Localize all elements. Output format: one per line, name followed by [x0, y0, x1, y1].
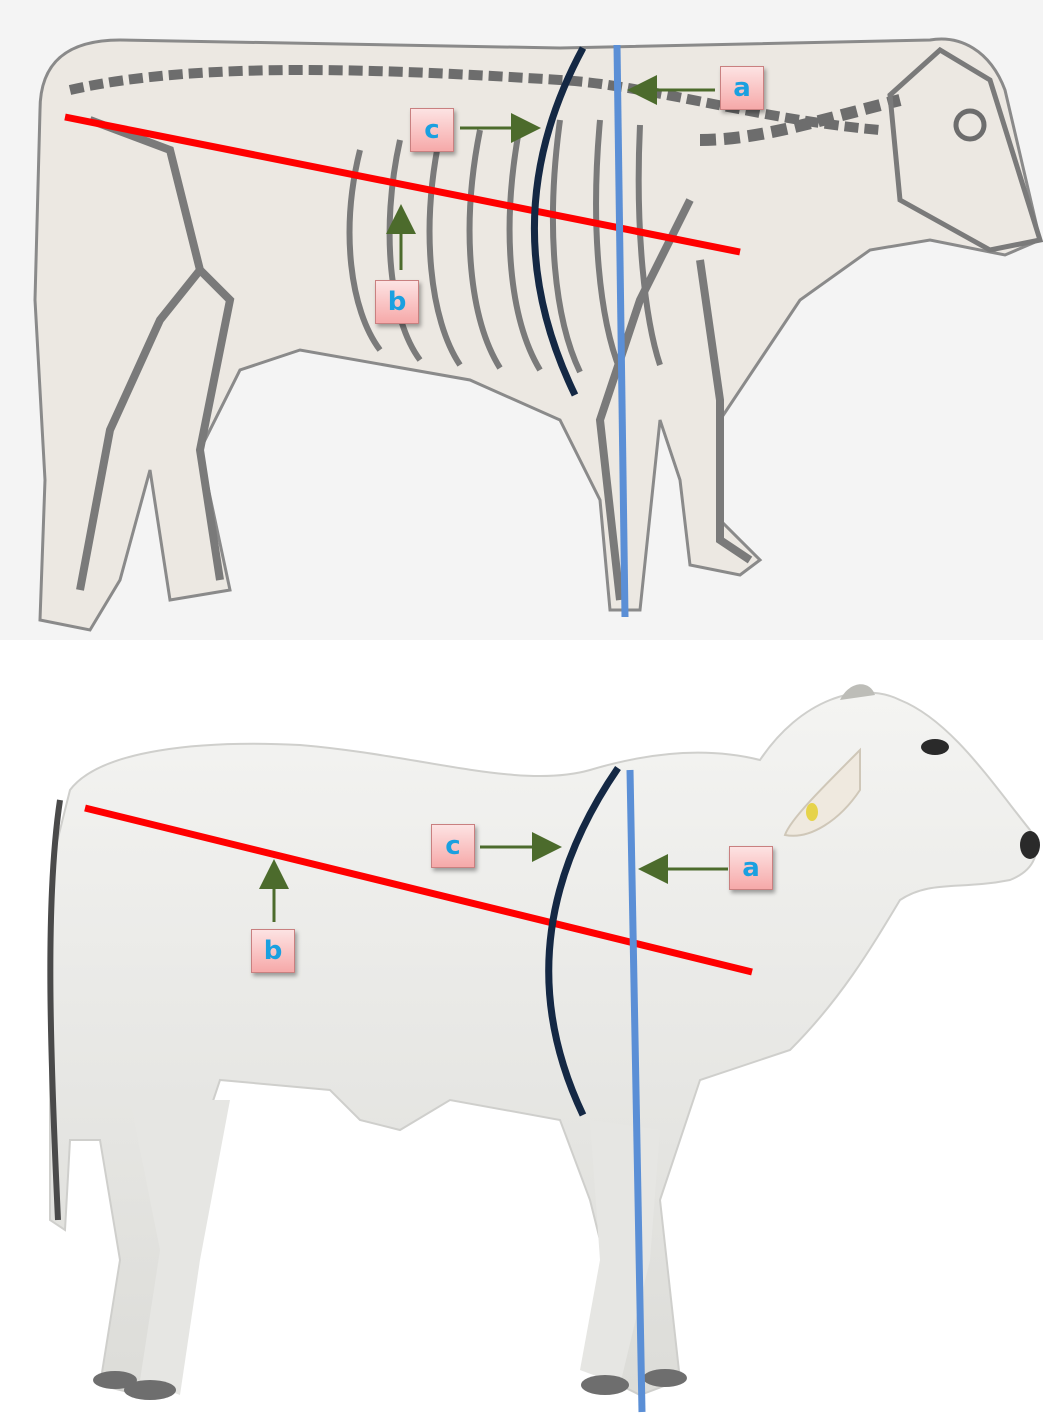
label-c-top: c	[410, 108, 454, 152]
hoof	[581, 1375, 629, 1395]
cow-nose	[1020, 831, 1040, 859]
label-b-top: b	[375, 280, 419, 324]
skeleton-diagram	[0, 0, 1043, 640]
cow-silhouette-skeleton	[35, 39, 1040, 630]
label-c-bottom: c	[431, 824, 475, 868]
hoof	[93, 1371, 137, 1389]
label-b-bottom: b	[251, 929, 295, 973]
cow-eye	[921, 739, 949, 755]
skeleton-diagram-panel: a c b	[0, 0, 1043, 640]
cow-photo-panel: a c b	[0, 660, 1043, 1414]
ear-tag	[806, 803, 818, 821]
hoof	[643, 1369, 687, 1387]
cow-body	[50, 693, 1036, 1396]
label-a-bottom: a	[729, 846, 773, 890]
label-a-top: a	[720, 66, 764, 110]
cow-photo	[0, 660, 1043, 1414]
